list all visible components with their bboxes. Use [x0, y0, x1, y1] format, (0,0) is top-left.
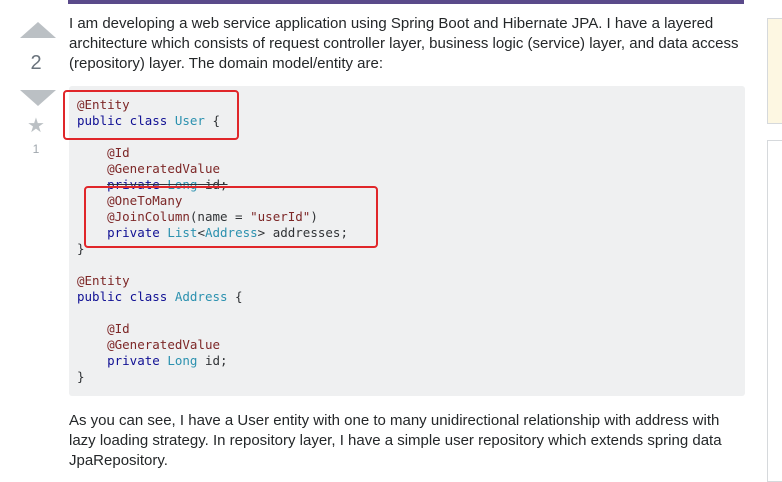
code-annotation: @GeneratedValue [107, 161, 220, 176]
highlight-box-one-to-many [84, 186, 378, 248]
code-text: < [197, 225, 205, 240]
code-text: { [204, 113, 221, 128]
code-annotation: @JoinColumn [107, 209, 190, 224]
code-type: User [174, 113, 205, 128]
question-body: I am developing a web service applicatio… [69, 14, 745, 469]
code-string: "userId" [250, 209, 311, 224]
code-text: id; [197, 353, 228, 368]
code-line: } [77, 241, 737, 257]
code-keyword: private [107, 177, 168, 192]
code-type: Address [174, 289, 228, 304]
code-keyword: public class [77, 113, 175, 128]
favorite-count: 1 [32, 142, 40, 156]
code-line: @GeneratedValue [77, 161, 737, 177]
downvote-arrow-icon[interactable] [20, 90, 56, 106]
code-text: { [227, 289, 243, 304]
code-annotation: @GeneratedValue [107, 337, 220, 352]
code-annotation: @Id [107, 321, 130, 336]
code-line-struck: private Long id; [77, 177, 737, 193]
code-annotation: @OneToMany [107, 193, 183, 208]
followup-paragraph: As you can see, I have a User entity wit… [69, 412, 722, 469]
code-line: } [77, 369, 737, 385]
code-annotation: @Id [107, 145, 130, 160]
code-line: private List<Address> addresses; [77, 225, 737, 241]
code-text: } [77, 241, 85, 256]
code-text: (name = [189, 209, 251, 224]
code-text: > addresses; [257, 225, 348, 240]
code-type: Long [167, 177, 198, 192]
code-line: @Entity [77, 273, 737, 289]
code-line: @JoinColumn(name = "userId") [77, 209, 737, 225]
code-line-blank [77, 305, 737, 321]
vote-column: 2 ★ 1 [20, 22, 56, 156]
code-annotation: @Entity [77, 273, 130, 288]
highlight-box-entity-user [63, 90, 239, 140]
code-keyword: private [107, 225, 168, 240]
upvote-arrow-icon[interactable] [20, 22, 56, 38]
code-text: id; [197, 177, 228, 192]
sidebar-widget [767, 18, 782, 124]
code-line: @OneToMany [77, 193, 737, 209]
code-block: @Entity public class User { @Id @Generat… [69, 86, 745, 396]
code-line: public class Address { [77, 289, 737, 305]
code-line: @GeneratedValue [77, 337, 737, 353]
code-keyword: private [107, 353, 168, 368]
code-type: List [167, 225, 198, 240]
code-text: ) [310, 209, 318, 224]
code-line: public class User { [77, 113, 737, 129]
code-line: @Id [77, 321, 737, 337]
sidebar-widget [767, 140, 782, 482]
code-line: private Long id; [77, 353, 737, 369]
code-line: @Id [77, 145, 737, 161]
code-keyword: public class [77, 289, 175, 304]
vote-count: 2 [30, 52, 42, 74]
code-line: @Entity [77, 97, 737, 113]
intro-paragraph: I am developing a web service applicatio… [69, 15, 739, 72]
favorite-star-icon[interactable]: ★ [27, 115, 45, 137]
code-line-blank [77, 257, 737, 273]
code-text: } [77, 369, 85, 384]
code-type: Address [204, 225, 258, 240]
code-type: Long [167, 353, 198, 368]
top-accent-bar [68, 0, 744, 4]
code-annotation: @Entity [77, 97, 130, 112]
